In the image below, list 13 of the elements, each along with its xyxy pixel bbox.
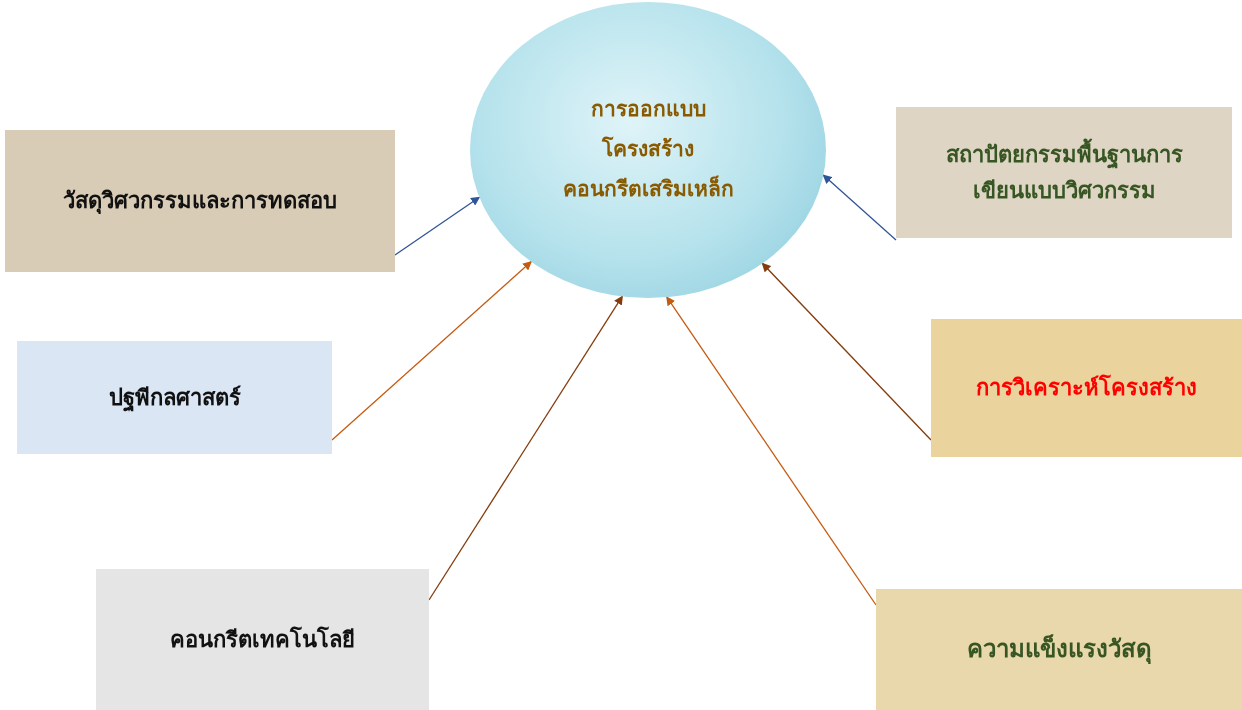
arrow xyxy=(822,174,897,241)
arrow xyxy=(394,196,481,256)
arrow xyxy=(666,296,877,606)
text-box: ปฐพีกลศาสตร์ xyxy=(17,341,332,454)
text-box: วัสดุวิศวกรรมและการทดสอบ xyxy=(5,130,395,272)
text-box: ความแข็งแรงวัสดุ xyxy=(876,589,1242,710)
arrow xyxy=(331,260,532,441)
oval-node: การออกแบบโครงสร้างคอนกรีตเสริมเหล็ก xyxy=(470,2,826,298)
text-box: การวิเคราะห์โครงสร้าง xyxy=(931,319,1242,457)
arrow xyxy=(428,295,624,601)
arrow xyxy=(761,262,932,441)
text-box: สถาปัตยกรรมพื้นฐานการเขียนแบบวิศวกรรม xyxy=(896,107,1232,238)
text-box: คอนกรีตเทคโนโลยี xyxy=(96,569,429,710)
